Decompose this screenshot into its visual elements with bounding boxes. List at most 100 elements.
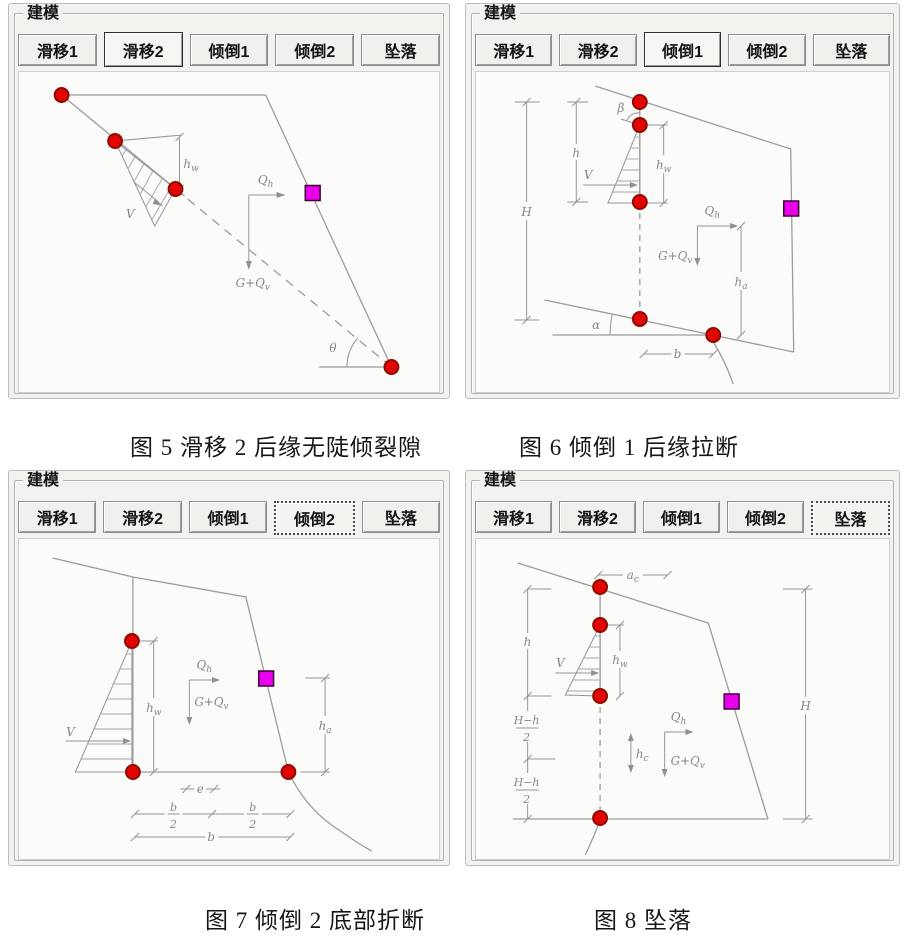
vertex-handle[interactable] [631, 311, 648, 327]
tab-slide2[interactable]: 滑移2 [103, 32, 183, 67]
groupbox-title: 建模 [480, 471, 521, 490]
dim-hw: hw [605, 620, 628, 701]
label-b: b [207, 830, 215, 844]
tab-fall[interactable]: 坠落 [361, 34, 440, 66]
tab-topple2[interactable]: 倾倒2 [275, 34, 355, 66]
label-Qh: Qh [671, 710, 687, 727]
modeling-panel-topple1: 建模 滑移1 滑移2 倾倒1 倾倒2 坠落 [465, 3, 900, 399]
tab-topple2[interactable]: 倾倒2 [728, 34, 806, 66]
tab-slide1[interactable]: 滑移1 [475, 501, 552, 533]
label-water-force-V: V [126, 207, 136, 221]
tab-slide1[interactable]: 滑移1 [475, 34, 553, 66]
dim-hw: hw [115, 132, 199, 194]
label-b-half-den: 2 [169, 818, 177, 831]
tab-topple2[interactable]: 倾倒2 [274, 501, 355, 535]
modeling-panel-topple2: 建模 滑移1 滑移2 倾倒1 倾倒2 坠落 [8, 470, 450, 866]
vertex-handle[interactable] [124, 764, 141, 780]
model-canvas[interactable]: β H [475, 71, 890, 393]
dim-left-column: h H−h 2 H−h 2 [511, 584, 556, 824]
label-H-minus-h-den: 2 [522, 793, 530, 806]
tab-fall[interactable]: 坠落 [812, 34, 891, 66]
vertex-handle[interactable] [167, 181, 184, 197]
vertex-handle[interactable] [383, 359, 400, 375]
water-pressure-wedge: V [65, 640, 133, 773]
tab-slide1[interactable]: 滑移1 [18, 34, 97, 66]
dim-hw: hw [644, 120, 673, 208]
label-GQv: G+Qv [671, 754, 705, 771]
tab-slide2[interactable]: 滑移2 [559, 501, 636, 533]
load-block-handle[interactable] [304, 184, 321, 202]
modeling-groupbox: 建模 滑移1 滑移2 倾倒1 倾倒2 坠落 [14, 471, 444, 861]
modeling-groupbox: 建模 滑移1 滑移2 倾倒1 倾倒2 坠落 [14, 4, 444, 394]
label-hc: hc [636, 747, 649, 764]
basal-crack-curve [712, 341, 734, 385]
tab-topple1[interactable]: 倾倒1 [643, 32, 722, 67]
label-GQv: G+Qv [658, 249, 692, 266]
label-water-force-V: V [66, 725, 76, 739]
label-H-minus-h-num: H−h [513, 776, 540, 789]
model-canvas[interactable]: V hw Qh [18, 538, 440, 860]
figure-caption-6: 图 6 倾倒 1 后缘拉断 [519, 435, 739, 460]
vertex-handle[interactable] [107, 133, 124, 149]
dim-H: H [782, 584, 813, 824]
diagram-topple2: V hw Qh [52, 557, 372, 852]
vertex-handle[interactable] [280, 764, 297, 780]
water-pressure-wedge: V [555, 624, 601, 697]
vertex-handle[interactable] [592, 688, 609, 704]
load-block-handle[interactable] [723, 693, 740, 710]
tab-slide2[interactable]: 滑移2 [103, 501, 182, 533]
label-h: h [572, 146, 580, 160]
tab-topple1[interactable]: 倾倒1 [188, 501, 268, 533]
force-arrows: Qh G+Qv [186, 658, 229, 725]
mode-tab-bar: 滑移1 滑移2 倾倒1 倾倒2 坠落 [18, 501, 441, 535]
label-hw: hw [656, 158, 672, 175]
vertex-handle[interactable] [124, 633, 140, 649]
label-H-minus-h-num: H−h [513, 714, 540, 727]
tab-fall[interactable]: 坠落 [811, 501, 890, 535]
vertex-handle[interactable] [592, 617, 609, 633]
slope-outline [512, 562, 769, 820]
label-b-half-den: 2 [248, 818, 256, 831]
label-ha: ha [735, 275, 748, 292]
vertex-handle[interactable] [631, 94, 648, 110]
figure-caption-5: 图 5 滑移 2 后缘无陡倾裂隙 [130, 435, 422, 460]
dim-b-halves: b 2 b 2 [130, 801, 295, 831]
tab-topple2[interactable]: 倾倒2 [727, 501, 804, 533]
force-arrows: Qh G+Qv [661, 710, 705, 777]
model-canvas[interactable]: V hw Qh G+Qv [18, 71, 440, 393]
diagram-fall: ac V [511, 562, 813, 856]
vertex-handle[interactable] [705, 327, 722, 343]
modeling-groupbox: 建模 滑移1 滑移2 倾倒1 倾倒2 坠落 [471, 4, 894, 394]
tab-slide1[interactable]: 滑移1 [18, 501, 97, 533]
vertex-handle[interactable] [631, 117, 648, 133]
load-block-handle[interactable] [257, 670, 275, 687]
mode-tab-bar: 滑移1 滑移2 倾倒1 倾倒2 坠落 [18, 32, 440, 67]
label-Qh: Qh [258, 173, 273, 190]
tab-topple1[interactable]: 倾倒1 [643, 501, 720, 533]
water-pressure-wedge [114, 140, 177, 228]
tab-topple1[interactable]: 倾倒1 [189, 34, 269, 66]
mode-tab-bar: 滑移1 滑移2 倾倒1 倾倒2 坠落 [475, 32, 891, 67]
load-block-handle[interactable] [783, 200, 800, 217]
dim-ac: ac [593, 567, 672, 585]
water-pressure-wedge: V [583, 124, 641, 204]
tab-slide2[interactable]: 滑移2 [559, 34, 637, 66]
vertex-handle[interactable] [53, 87, 70, 103]
force-arrows: Qh G+Qv [236, 173, 286, 293]
dim-b: b [639, 346, 718, 361]
label-H-minus-h-den: 2 [522, 731, 530, 744]
label-h: h [524, 635, 532, 649]
diagram-slide2: V hw Qh G+Qv [53, 87, 400, 375]
tab-fall[interactable]: 坠落 [361, 501, 441, 533]
label-hw: hw [612, 653, 628, 670]
vertex-handle[interactable] [592, 579, 609, 595]
groupbox-title: 建模 [23, 4, 64, 23]
mode-tab-bar: 滑移1 滑移2 倾倒1 倾倒2 坠落 [475, 501, 890, 535]
model-canvas[interactable]: ac V [475, 538, 890, 860]
label-alpha: α [592, 318, 600, 332]
slope-outline [61, 94, 393, 368]
vertex-handle[interactable] [631, 194, 648, 210]
label-b-half-num: b [249, 801, 256, 814]
dim-hc: hc [627, 733, 649, 773]
vertex-handle[interactable] [592, 810, 609, 826]
